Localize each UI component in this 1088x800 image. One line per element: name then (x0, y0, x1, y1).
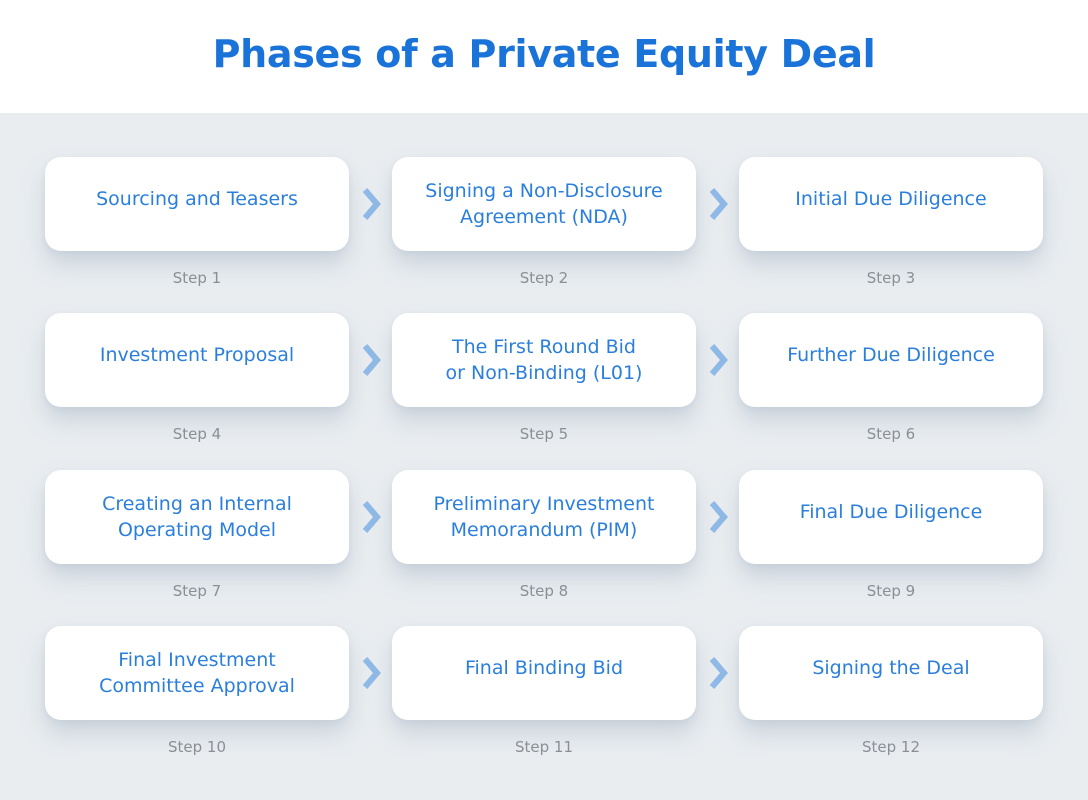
chevron-right-icon (360, 342, 382, 378)
step-title: Initial Due Diligence (795, 187, 987, 210)
step-label: Step 3 (866, 269, 916, 287)
step-title: Further Due Diligence (787, 343, 995, 366)
header: Phases of a Private Equity Deal (0, 0, 1088, 113)
step-title: Signing the Deal (812, 656, 970, 679)
chevron-right-icon (707, 655, 729, 691)
step-card-12: Signing the Deal (739, 626, 1043, 720)
step-label: Step 5 (519, 425, 569, 443)
step-card-9: Final Due Diligence (739, 470, 1043, 564)
step-label: Step 6 (866, 425, 916, 443)
step-label: Step 7 (172, 582, 222, 600)
step-label: Step 10 (167, 738, 226, 756)
step-label: Step 11 (514, 738, 573, 756)
step-label: Step 12 (861, 738, 920, 756)
step-card-5: The First Round Bid or Non-Binding (L01) (392, 313, 696, 407)
step-title: Sourcing and Teasers (96, 187, 298, 210)
page-title: Phases of a Private Equity Deal (212, 31, 876, 76)
chevron-right-icon (707, 186, 729, 222)
step-title: Signing a Non-Disclosure Agreement (NDA) (425, 180, 663, 228)
step-card-4: Investment Proposal (45, 313, 349, 407)
step-card-7: Creating an Internal Operating Model (45, 470, 349, 564)
step-title: Final Due Diligence (799, 500, 983, 523)
chevron-right-icon (707, 342, 729, 378)
step-card-10: Final Investment Committee Approval (45, 626, 349, 720)
step-card-3: Initial Due Diligence (739, 157, 1043, 251)
step-title: Investment Proposal (99, 343, 295, 366)
chevron-right-icon (360, 499, 382, 535)
step-card-2: Signing a Non-Disclosure Agreement (NDA) (392, 157, 696, 251)
step-label: Step 8 (519, 582, 569, 600)
step-card-6: Further Due Diligence (739, 313, 1043, 407)
step-card-8: Preliminary Investment Memorandum (PIM) (392, 470, 696, 564)
step-title: Final Binding Bid (464, 656, 624, 679)
step-label: Step 9 (866, 582, 916, 600)
step-label: Step 1 (172, 269, 222, 287)
step-title: The First Round Bid or Non-Binding (L01) (445, 336, 643, 384)
chevron-right-icon (360, 186, 382, 222)
step-card-1: Sourcing and Teasers (45, 157, 349, 251)
step-title: Final Investment Committee Approval (99, 649, 295, 697)
step-label: Step 2 (519, 269, 569, 287)
step-card-11: Final Binding Bid (392, 626, 696, 720)
chevron-right-icon (707, 499, 729, 535)
step-label: Step 4 (172, 425, 222, 443)
step-title: Creating an Internal Operating Model (102, 493, 292, 541)
step-title: Preliminary Investment Memorandum (PIM) (433, 493, 655, 541)
chevron-right-icon (360, 655, 382, 691)
